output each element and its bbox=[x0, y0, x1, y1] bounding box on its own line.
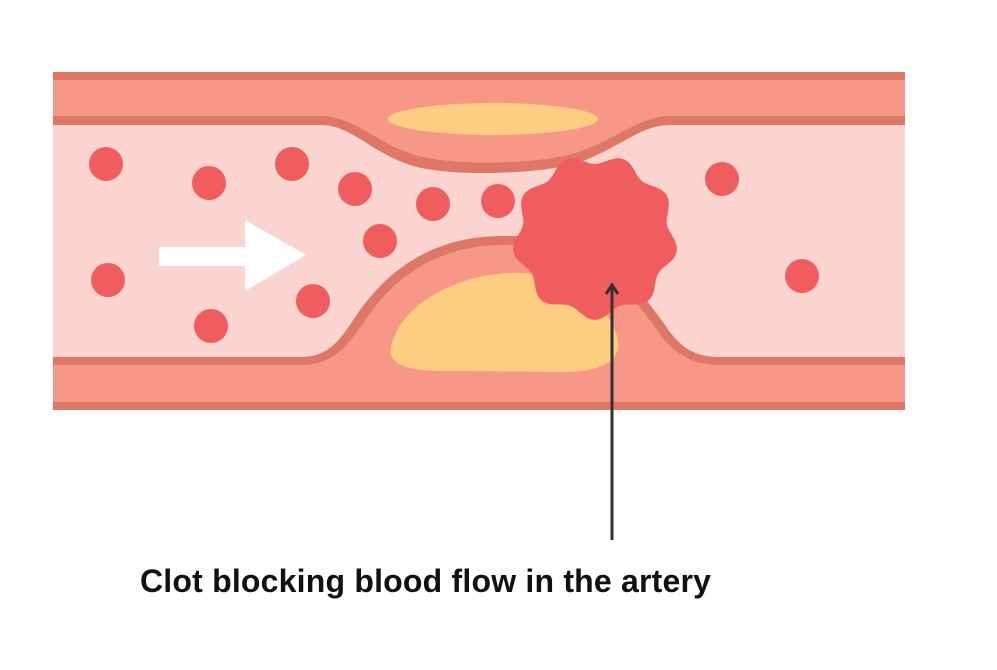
blood-cell bbox=[91, 263, 125, 297]
blood-cell bbox=[194, 309, 228, 343]
plaque-top bbox=[388, 103, 598, 135]
blood-cell bbox=[481, 184, 515, 218]
blood-cells bbox=[89, 147, 819, 343]
blood-clot bbox=[513, 158, 677, 320]
blood-cell bbox=[705, 162, 739, 196]
blood-cell bbox=[785, 259, 819, 293]
blood-cell bbox=[275, 147, 309, 181]
arrow-up-icon bbox=[604, 282, 620, 540]
blood-cell bbox=[192, 166, 226, 200]
arrow-right-icon bbox=[159, 220, 306, 291]
blood-cell bbox=[338, 172, 372, 206]
blood-cell bbox=[363, 224, 397, 258]
diagram-caption: Clot blocking blood flow in the artery bbox=[140, 563, 712, 599]
blood-cell bbox=[296, 284, 330, 318]
blood-cell bbox=[89, 147, 123, 181]
blood-cell bbox=[416, 187, 450, 221]
